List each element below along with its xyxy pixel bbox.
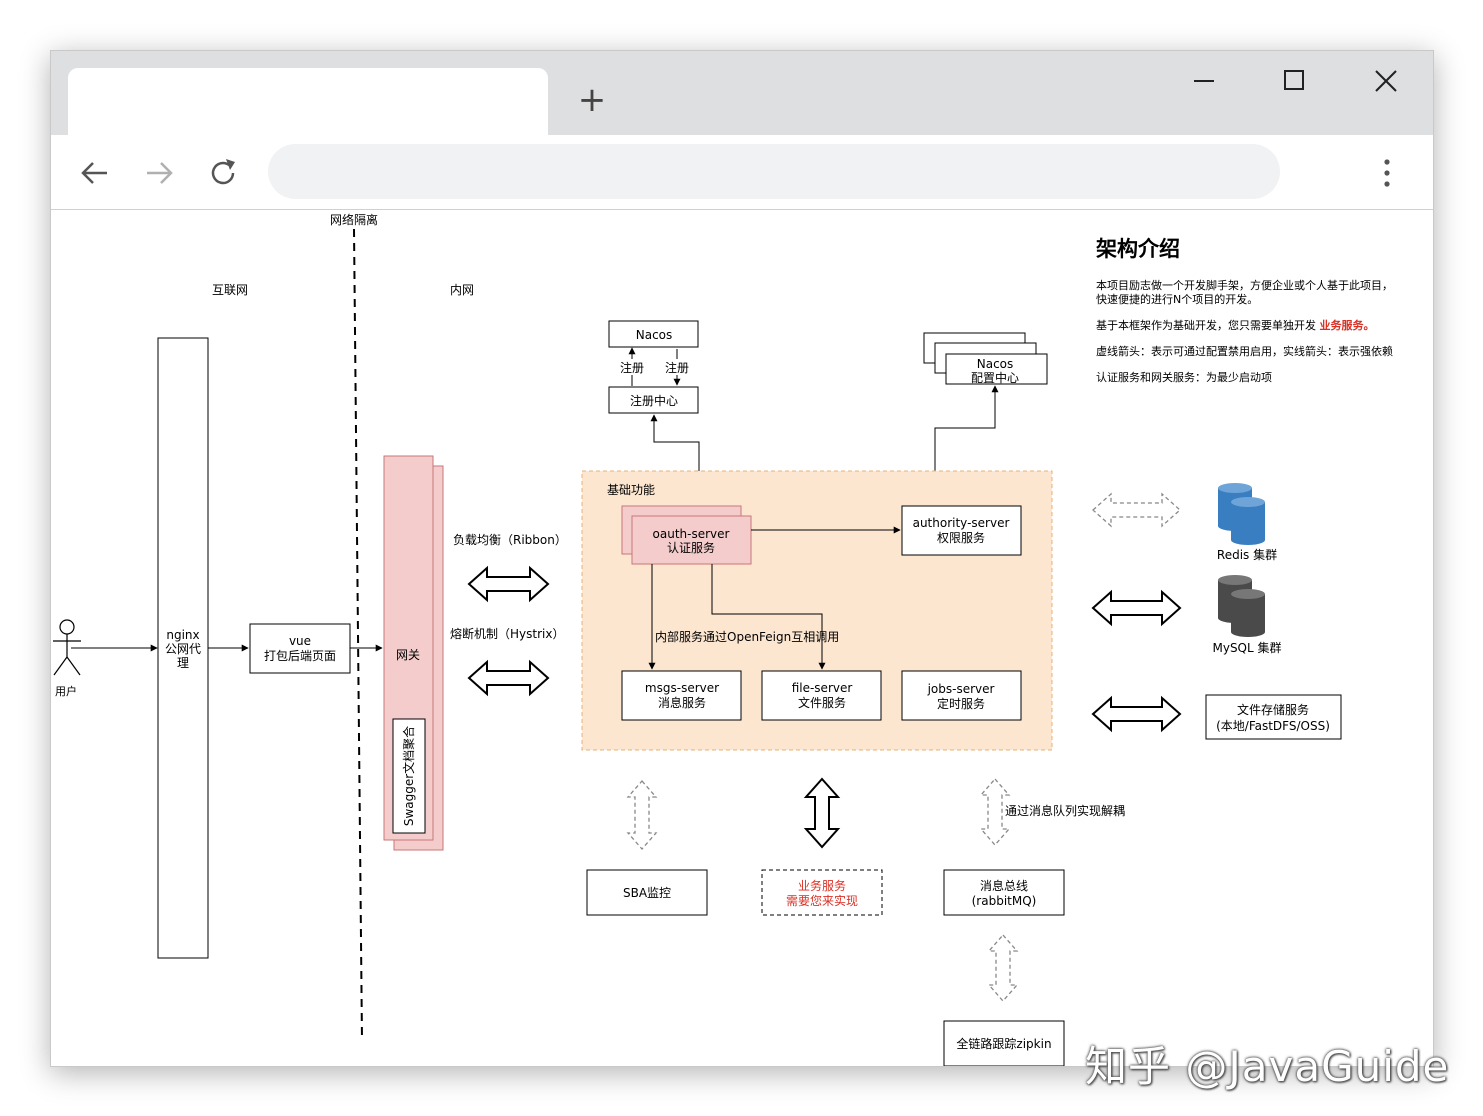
tab-strip: + bbox=[51, 51, 1433, 135]
storage-label-2: (本地/FastDFS/OSS) bbox=[1216, 719, 1330, 733]
watermark: 知乎 @JavaGuide bbox=[1085, 1042, 1450, 1091]
redis-dashed-double-arrow bbox=[1092, 492, 1181, 528]
mq-note: 通过消息队列实现解耦 bbox=[1005, 803, 1125, 818]
zipkin-label: 全链路跟踪zipkin bbox=[956, 1036, 1051, 1051]
intro-line-5: 认证服务和网关服务：为最少启动项 bbox=[1096, 370, 1272, 384]
msgs-label-2: 消息服务 bbox=[658, 695, 706, 710]
sba-dashed-double-arrow bbox=[626, 780, 658, 850]
mysql-cluster-icon bbox=[1218, 575, 1265, 637]
nginx-label-2: 公网代 bbox=[165, 642, 201, 656]
ribbon-double-arrow bbox=[467, 565, 550, 603]
vue-box bbox=[249, 623, 351, 674]
intro-title: 架构介绍 bbox=[1096, 237, 1180, 261]
mysql-label: MySQL 集群 bbox=[1212, 640, 1281, 655]
authority-label-2: 权限服务 bbox=[937, 530, 985, 545]
reload-icon[interactable] bbox=[203, 153, 243, 193]
kebab-menu-icon[interactable] bbox=[1377, 153, 1397, 193]
biz-label-2: 需要您来实现 bbox=[786, 893, 858, 908]
swagger-box bbox=[392, 718, 426, 834]
user-label: 用户 bbox=[55, 684, 77, 698]
region-intranet-label: 内网 bbox=[450, 283, 474, 297]
architecture-diagram: 网络隔离 互联网 内网 用户 nginx 公网代 理 vue 打包后端页面 bbox=[53, 212, 1393, 1066]
zipkin-box bbox=[943, 1020, 1065, 1066]
intro-line-3: 基于本框架作为基础开发，您只需要单独开发 业务服务。 bbox=[1096, 318, 1375, 332]
registry-label: 注册中心 bbox=[630, 393, 678, 408]
ribbon-label: 负载均衡（Ribbon） bbox=[453, 533, 567, 547]
register-right-label: 注册 bbox=[665, 360, 689, 375]
user-icon bbox=[53, 619, 81, 676]
file-label-1: file-server bbox=[792, 681, 853, 695]
storage-label-1: 文件存储服务 bbox=[1237, 702, 1309, 717]
basic-functions-label: 基础功能 bbox=[607, 483, 655, 497]
nacos-config-label-2: 配置中心 bbox=[971, 370, 1019, 385]
authority-label-1: authority-server bbox=[913, 516, 1010, 530]
region-internet-label: 互联网 bbox=[212, 283, 248, 297]
close-icon[interactable] bbox=[1364, 63, 1408, 99]
storage-double-arrow bbox=[1091, 695, 1182, 733]
jobs-label-2: 定时服务 bbox=[937, 696, 985, 711]
sba-box bbox=[586, 869, 708, 916]
msgs-box bbox=[621, 670, 742, 721]
browser-window: + bbox=[50, 50, 1434, 1067]
intro-line-2: 快速便捷的进行N个项目的开发。 bbox=[1096, 292, 1258, 306]
forward-arrow-icon[interactable] bbox=[139, 153, 179, 193]
oauth-box bbox=[631, 515, 752, 565]
register-left-label: 注册 bbox=[620, 360, 644, 375]
mysql-double-arrow bbox=[1091, 589, 1182, 627]
oauth-label-1: oauth-server bbox=[653, 527, 730, 541]
oauth-label-2: 认证服务 bbox=[667, 540, 715, 555]
nginx-label-3: 理 bbox=[177, 656, 189, 670]
mq-label-1: 消息总线 bbox=[980, 878, 1028, 893]
browser-toolbar bbox=[51, 135, 1433, 210]
maximize-icon[interactable] bbox=[1272, 63, 1316, 99]
biz-double-arrow bbox=[803, 777, 841, 849]
back-arrow-icon[interactable] bbox=[75, 153, 115, 193]
intro-line-3-highlight: 业务服务。 bbox=[1320, 318, 1375, 332]
sba-label: SBA监控 bbox=[623, 886, 671, 900]
file-label-2: 文件服务 bbox=[798, 695, 846, 710]
msgs-label-1: msgs-server bbox=[645, 681, 719, 695]
zipkin-dashed-double-arrow bbox=[987, 934, 1019, 1002]
hystrix-double-arrow bbox=[467, 659, 550, 697]
new-tab-button[interactable]: + bbox=[577, 80, 607, 120]
mq-box bbox=[943, 869, 1065, 916]
network-isolation-line bbox=[353, 228, 363, 1042]
mq-label-2: (rabbitMQ) bbox=[972, 894, 1037, 908]
nacos-config-box bbox=[945, 353, 1048, 385]
intro-line-1: 本项目励志做一个开发脚手架，方便企业或个人基于此项目， bbox=[1096, 278, 1393, 292]
address-bar[interactable] bbox=[268, 144, 1280, 199]
redis-cluster-icon bbox=[1218, 483, 1265, 545]
vue-label-2: 打包后端页面 bbox=[264, 649, 336, 663]
swagger-label: Swagger文档聚合 bbox=[401, 726, 416, 826]
vue-label-1: vue bbox=[289, 634, 311, 648]
minimize-icon[interactable] bbox=[1182, 63, 1226, 99]
mq-dashed-double-arrow bbox=[979, 778, 1011, 846]
page-content: 网络隔离 互联网 内网 用户 nginx 公网代 理 vue 打包后端页面 bbox=[51, 209, 1433, 1066]
intro-line-4: 虚线箭头：表示可通过配置禁用启用，实线箭头：表示强依赖 bbox=[1096, 344, 1393, 358]
registry-box bbox=[608, 386, 699, 414]
redis-label: Redis 集群 bbox=[1217, 547, 1277, 562]
network-isolation-label: 网络隔离 bbox=[330, 212, 378, 227]
jobs-box bbox=[901, 670, 1022, 721]
intro-line-3-prefix: 基于本框架作为基础开发，您只需要单独开发 bbox=[1096, 318, 1320, 332]
nginx-label-1: nginx bbox=[166, 628, 199, 642]
hystrix-label: 熔断机制（Hystrix） bbox=[450, 626, 564, 641]
storage-box bbox=[1205, 694, 1342, 740]
nacos-label: Nacos bbox=[636, 328, 673, 342]
nginx-box bbox=[157, 337, 209, 959]
biz-label-1: 业务服务 bbox=[798, 878, 846, 893]
browser-tab[interactable] bbox=[68, 68, 548, 135]
biz-box bbox=[761, 869, 883, 916]
gateway-label: 网关 bbox=[396, 648, 420, 662]
openfeign-label: 内部服务通过OpenFeign互相调用 bbox=[655, 629, 839, 644]
jobs-label-1: jobs-server bbox=[927, 682, 995, 696]
authority-box bbox=[901, 505, 1022, 556]
nacos-box bbox=[608, 320, 699, 348]
nacos-config-label-1: Nacos bbox=[977, 357, 1014, 371]
file-box bbox=[761, 670, 882, 721]
